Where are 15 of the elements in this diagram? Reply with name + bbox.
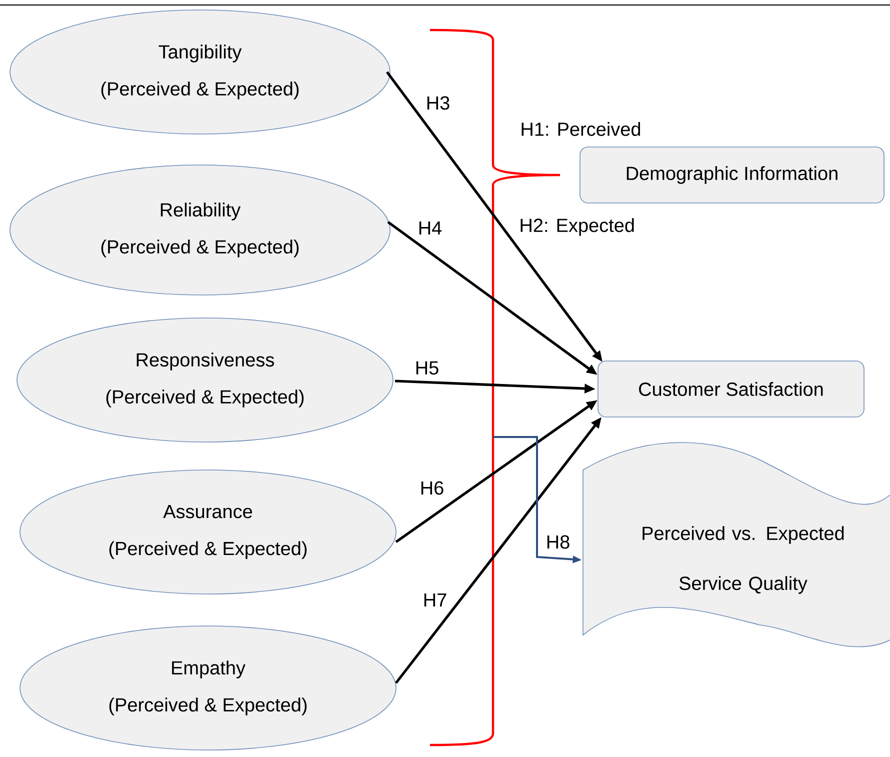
ellipse-node: Reliability (Perceived & Expected) — [10, 164, 390, 296]
edge-label: H4 — [419, 221, 442, 235]
edge-label: H6 — [421, 481, 444, 495]
edge-label: H5 — [416, 361, 438, 375]
rounded-box: Demographic Information — [580, 146, 884, 204]
ellipse-node: Tangibility (Perceived & Expected) — [10, 10, 390, 134]
ellipse-node: Assurance (Perceived & Expected) — [20, 470, 396, 594]
rounded-box: Customer Satisfaction — [598, 360, 864, 418]
hypothesis-label: H1: Perceived — [522, 122, 640, 136]
hypothesis-label: H2: Expected — [520, 218, 634, 236]
edge-label: H7 — [424, 593, 446, 607]
edge-label: H3 — [427, 96, 450, 110]
ellipse-node: Empathy (Perceived & Expected) — [20, 626, 396, 750]
ellipse-node: Responsiveness (Perceived & Expected) — [16, 318, 394, 442]
edge-label: H8 — [547, 535, 570, 549]
